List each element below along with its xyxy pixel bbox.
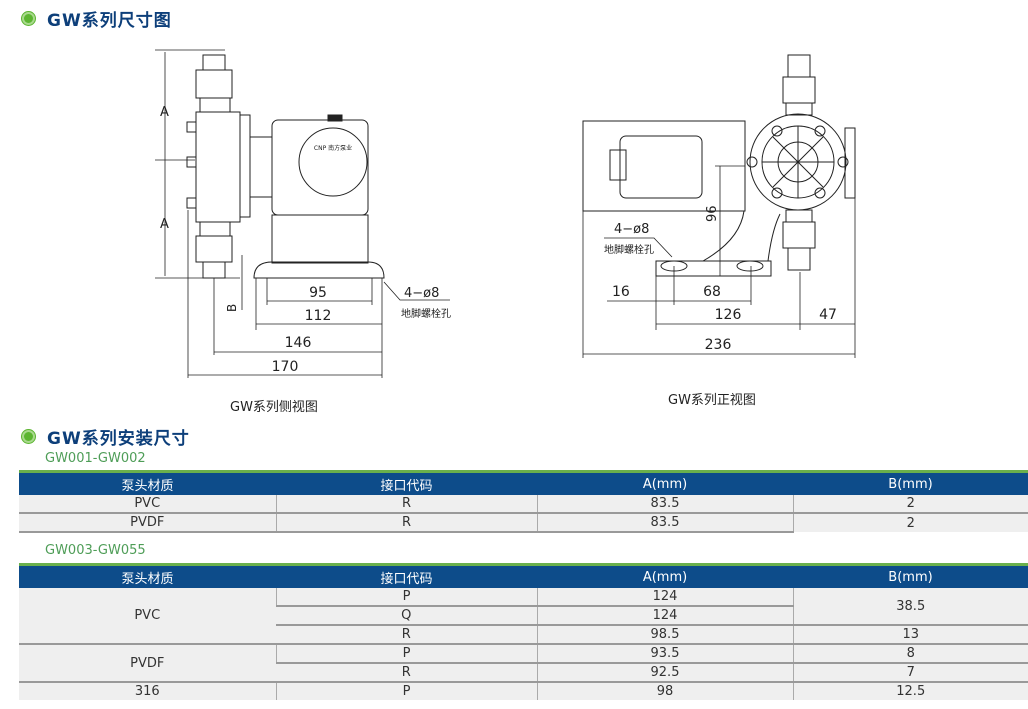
cell: P [275,682,537,700]
dim-a-upper: A [160,105,169,120]
dim-146: 146 [285,335,312,351]
col-header: 泵头材质 [19,564,276,588]
cell: P [275,644,537,664]
dim-96: 96 [705,205,720,222]
dim-hole-front: 4−ø8 [614,222,649,237]
cell: 8 [792,644,1028,664]
cell: 38.5 [792,588,1028,626]
dim-b: B [225,304,239,312]
col-header: B(mm) [793,471,1028,495]
dim-112: 112 [305,308,332,324]
front-view-caption: GW系列正视图 [668,393,756,408]
col-header: 接口代码 [276,564,537,588]
cell: 124 [536,606,793,626]
dim-126: 126 [715,307,742,323]
dim-68: 68 [703,284,721,300]
cell: 12.5 [792,682,1028,700]
dimension-drawings: CNP 南方泵业 A A B 95 112 146 170 4−ø8 地脚螺栓孔… [155,49,856,378]
cell: R [276,663,537,683]
section-title-dimensions: GW系列尺寸图 [22,6,172,31]
hole-label-front: 地脚螺栓孔 [604,243,654,256]
dim-95: 95 [309,285,327,301]
col-header: 接口代码 [276,471,537,495]
cell: R [275,513,537,533]
cell: 124 [536,588,793,607]
cell: 93.5 [536,644,793,664]
col-header: B(mm) [793,564,1028,588]
cell: Q [276,606,537,626]
dim-47: 47 [819,307,837,323]
cell: 13 [792,625,1028,645]
cell: 92.5 [536,663,793,683]
cell: 7 [792,663,1028,683]
dim-a-lower: A [160,217,169,232]
cell: 316 [19,682,276,700]
cell: 98.5 [536,625,793,645]
section-title-text: GW系列安装尺寸 [47,429,190,449]
cell: PVC [19,495,276,514]
dim-hole: 4−ø8 [404,286,439,301]
cell: 2 [792,513,1028,532]
cell: P [275,588,537,607]
cell: 83.5 [536,513,793,533]
dim-236: 236 [705,337,732,353]
cell: 98 [536,682,793,700]
cell: R [276,625,537,645]
section-title-text: GW系列尺寸图 [47,11,172,31]
front-view-drawing: 96 16 68 126 47 236 4−ø8 地脚螺栓孔 [582,54,856,358]
cell: 2 [792,495,1028,514]
side-view-caption: GW系列侧视图 [230,400,318,415]
cell: PVC [19,588,276,645]
cell: PVDF [19,644,276,683]
table2-subtitle: GW003-GW055 [45,543,146,558]
bullet-icon [22,12,35,25]
hole-label: 地脚螺栓孔 [401,307,451,320]
dim-16: 16 [612,284,630,300]
col-header: A(mm) [537,564,793,588]
side-view-drawing: CNP 南方泵业 A A B 95 112 146 170 4−ø8 地脚螺栓孔 [155,49,451,378]
dim-170: 170 [272,359,299,375]
cell: 83.5 [536,495,793,514]
cell: R [275,495,537,514]
cell: PVDF [19,513,276,533]
col-header: A(mm) [537,471,793,495]
col-header: 泵头材质 [19,471,276,495]
bullet-icon [22,430,35,443]
section-title-installation: GW系列安装尺寸 [22,424,190,449]
brand-label: CNP 南方泵业 [314,144,352,152]
table1-subtitle: GW001-GW002 [45,451,146,466]
